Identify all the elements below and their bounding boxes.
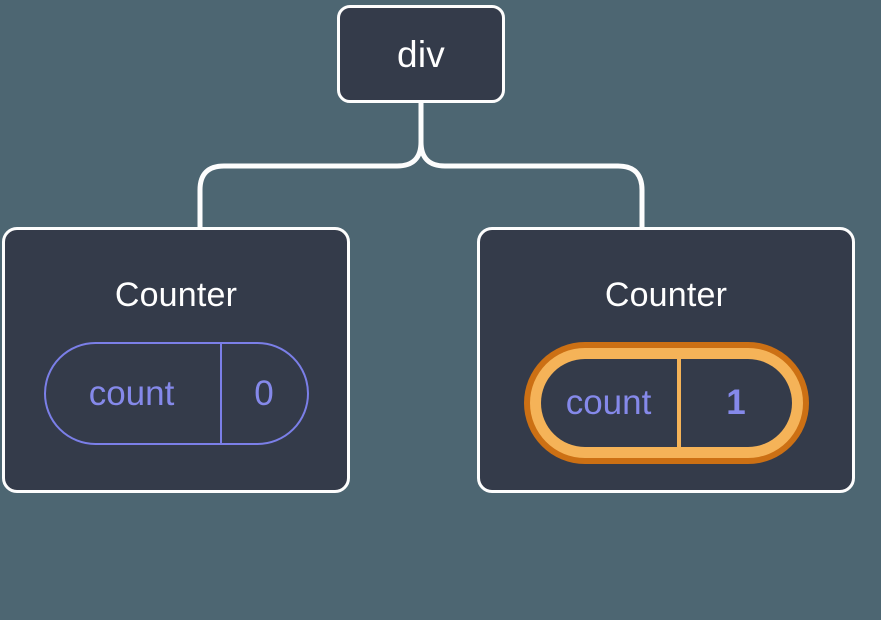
state-pill-right-core: count 1: [540, 359, 792, 447]
state-pill-right[interactable]: count 1: [523, 342, 809, 464]
state-value-right: 1: [726, 383, 746, 422]
state-name-right: count: [541, 359, 681, 447]
state-pill-left[interactable]: count 0: [43, 342, 309, 445]
node-counter-left-label: Counter: [114, 276, 238, 314]
state-name-left: count: [46, 344, 222, 443]
node-div-label: div: [397, 33, 445, 75]
node-counter-right[interactable]: Counter count 1: [477, 227, 855, 493]
connector-to-left-counter: [197, 100, 424, 230]
connector-to-right-counter: [418, 100, 645, 230]
state-pill-right-ring: count 1: [529, 348, 803, 458]
state-value-left: 0: [254, 373, 274, 413]
node-counter-right-label: Counter: [604, 276, 728, 314]
component-tree-diagram: div Counter count 0 Counter count 1: [2, 5, 855, 493]
node-div[interactable]: div: [337, 5, 505, 103]
node-counter-left[interactable]: Counter count 0: [2, 227, 350, 493]
